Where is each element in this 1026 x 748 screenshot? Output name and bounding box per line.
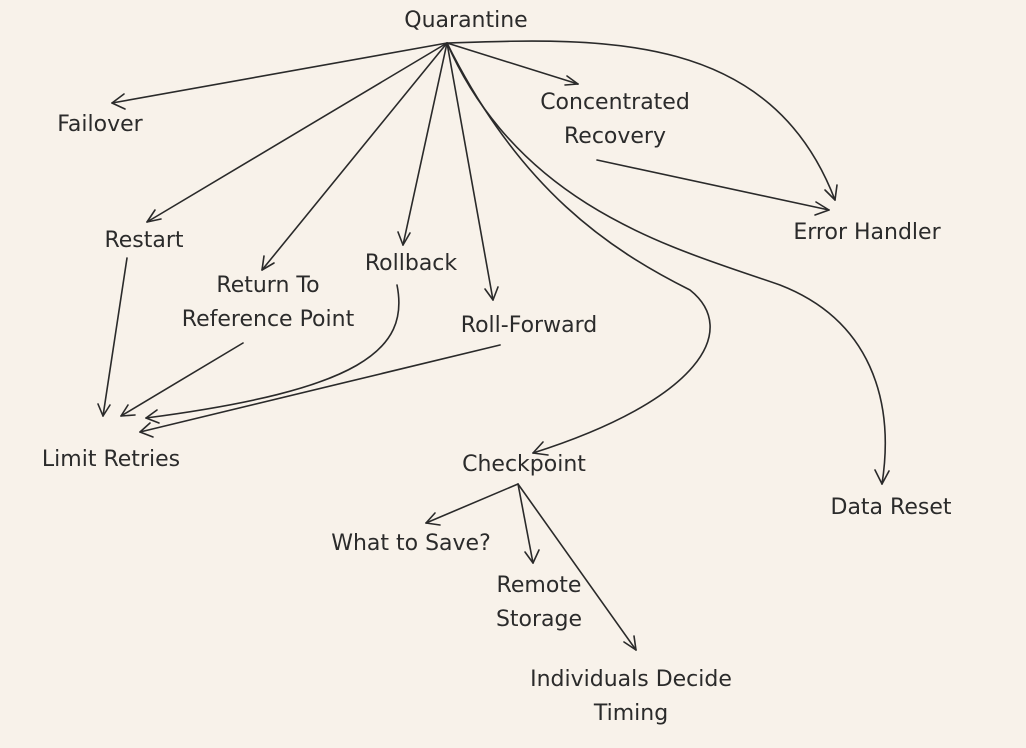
node-limit-retries: Limit Retries [42,443,180,477]
node-restart: Restart [104,224,183,258]
arrow-restart-to-limit-retries [97,257,128,417]
arrow-quarantine-to-return-to-reference-point [261,42,448,271]
arrow-quarantine-to-restart [146,42,448,223]
arrow-checkpoint-to-remote-storage [517,483,540,564]
node-label: Rollback [364,251,458,276]
node-error-handler: Error Handler [793,216,940,250]
node-label: Data Reset [830,495,952,520]
arrow-quarantine-to-failover [111,42,448,110]
arrow-return-to-reference-point-to-limit-retries [120,342,244,417]
node-data-reset: Data Reset [831,491,952,525]
node-label-line-2: Storage [495,607,583,632]
node-failover: Failover [57,108,142,142]
arrow-quarantine-to-data-reset [446,42,890,485]
node-label-line-2: Recovery [563,124,666,149]
node-label-line-2: Timing [593,701,669,726]
arrow-roll-forward-to-limit-retries [139,344,501,438]
node-label-line-2: Reference Point [181,307,355,332]
arrow-rollback-to-limit-retries [145,284,400,424]
node-checkpoint: Checkpoint [462,448,586,482]
arrow-checkpoint-to-individuals-decide-timing [517,483,637,651]
node-label: Quarantine [404,8,528,33]
arrow-checkpoint-to-what-to-save [425,483,519,526]
node-label-line-1: Return To [216,273,320,298]
node-return-to-reference-point: Return To Reference Point [182,269,354,337]
node-individuals-decide-timing: Individuals Decide Timing [530,663,732,731]
node-label-line-1: Remote [496,573,582,598]
arrow-quarantine-to-roll-forward [446,42,499,301]
arrow-quarantine-to-error-handler [446,40,838,201]
arrow-quarantine-to-checkpoint [446,42,711,456]
node-label: Limit Retries [41,447,181,472]
node-label: What to Save? [331,531,491,556]
node-what-to-save: What to Save? [331,527,491,561]
node-roll-forward: Roll-Forward [461,309,597,343]
arrow-quarantine-to-concentrated-recovery [446,42,579,86]
node-concentrated-recovery: Concentrated Recovery [540,86,690,154]
node-label: Error Handler [793,220,941,245]
arrow-concentrated-recovery-to-error-handler [596,159,830,216]
node-label: Checkpoint [462,452,586,477]
node-label: Failover [57,112,143,137]
node-quarantine: Quarantine [404,4,527,38]
node-label: Roll-Forward [460,313,598,338]
node-rollback: Rollback [365,247,457,281]
node-label-line-1: Individuals Decide [530,667,732,692]
node-remote-storage: Remote Storage [496,569,582,637]
arrow-quarantine-to-rollback [397,42,448,246]
node-label-line-1: Concentrated [540,90,690,115]
node-label: Restart [104,228,184,253]
